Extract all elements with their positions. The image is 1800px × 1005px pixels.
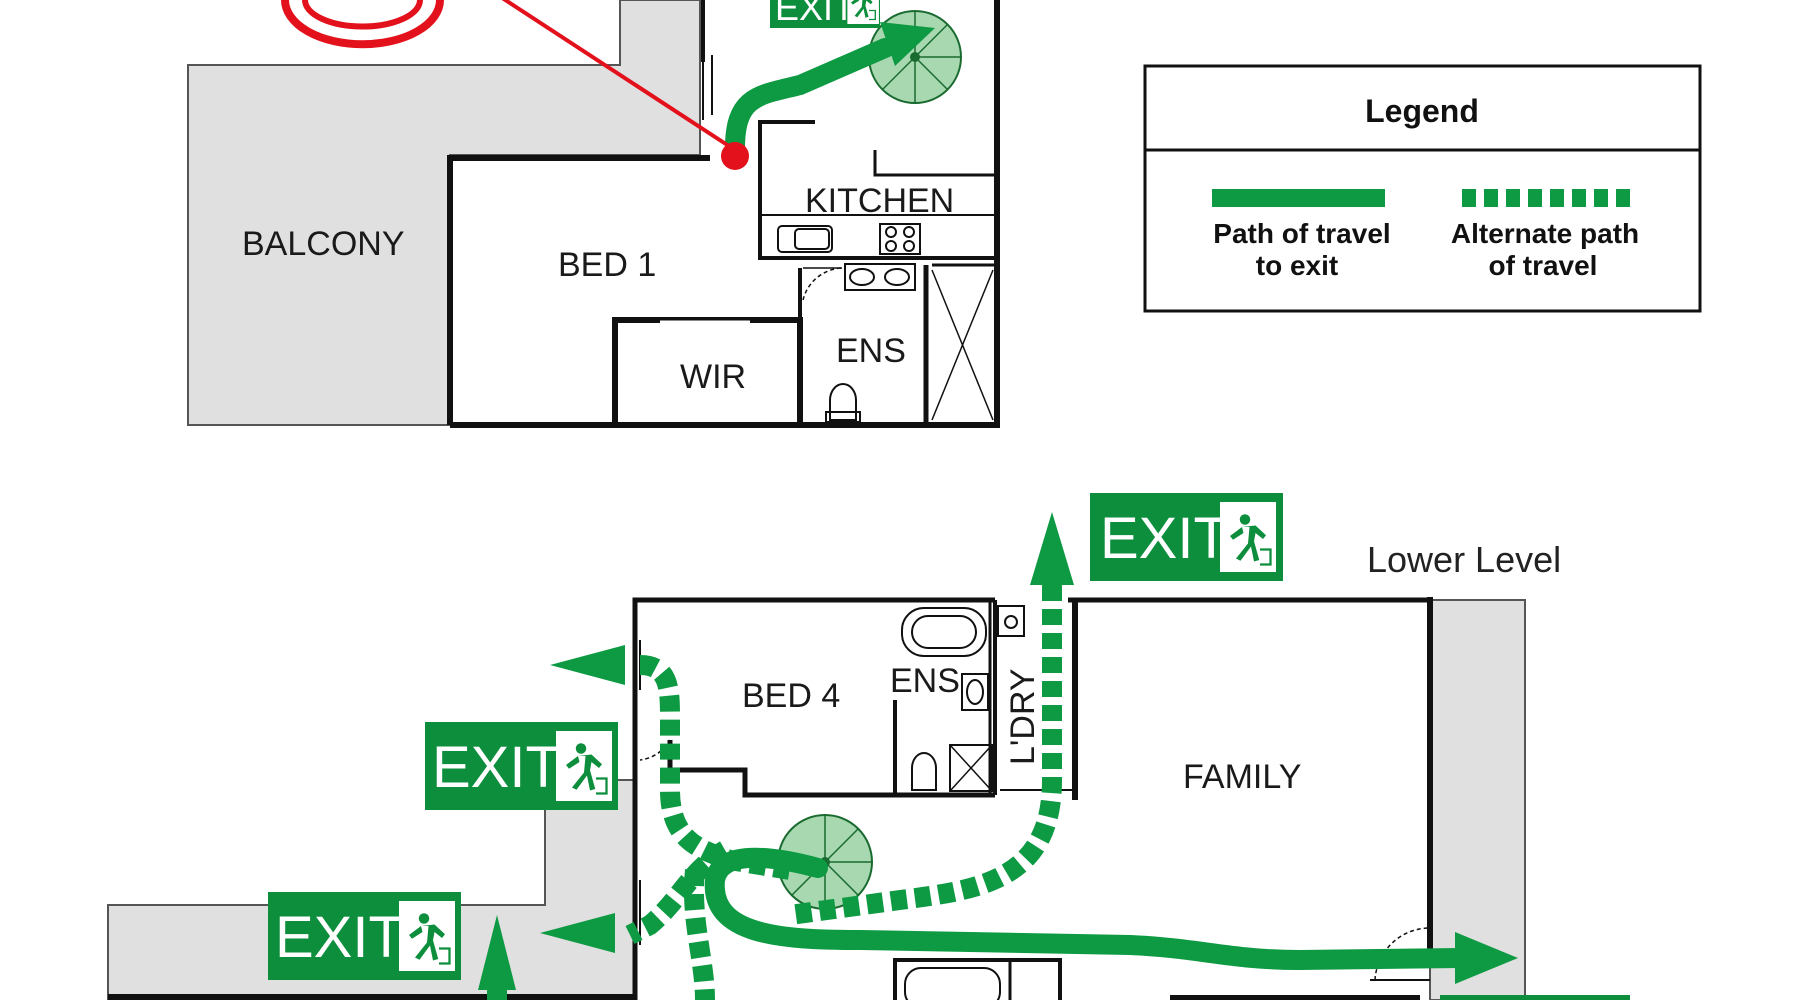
room-label-ens-lower: ENS [890, 662, 960, 700]
exit-sign-bottom-right [1440, 995, 1630, 1005]
wir-wall [612, 317, 803, 425]
kitchen-wall [758, 120, 997, 260]
upper-level-plan: EXIT BALCONY BED 1 KITCHEN WIR ENS [187, 0, 1000, 428]
exit-sign-left-upper: EXIT [425, 722, 618, 810]
shower-icon-lower [949, 744, 993, 792]
exit-label: EXIT [775, 0, 855, 28]
room-label-kitchen: KITCHEN [805, 182, 954, 220]
upper-exterior-wall [447, 155, 710, 425]
shower-icon [931, 269, 994, 421]
you-are-here-marker-icon [281, 0, 749, 170]
exit-sign-top-right: EXIT [1090, 493, 1283, 581]
room-label-wir: WIR [680, 358, 746, 396]
lower-exterior-wall [632, 597, 995, 1000]
sink-icon [777, 225, 833, 253]
exit-label: EXIT [432, 735, 561, 800]
lower-right-patio [1429, 599, 1526, 1001]
alternate-path-left [625, 841, 731, 944]
legend-primary-line1: Path of travel [1213, 218, 1390, 249]
exit-arrow-icon [1030, 512, 1074, 585]
basin-icon [961, 673, 989, 711]
lower-level-plan: EXIT EXIT EXIT BED 4 ENS L'DRY FAMILY Lo… [107, 493, 1630, 1005]
exit-label: EXIT [1100, 506, 1229, 571]
legend-title: Legend [1365, 93, 1479, 129]
alternate-path-laundry [788, 585, 1062, 925]
room-label-ens-upper: ENS [836, 332, 906, 370]
bed4-wall [667, 740, 995, 798]
primary-path-lower [704, 847, 1470, 971]
exit-arrow-icon [550, 645, 625, 685]
exit-arrow-icon [1455, 932, 1518, 984]
legend-alternate-line1: Alternate path [1451, 218, 1639, 249]
balcony-area [187, 0, 701, 426]
room-label-laundry: L'DRY [1004, 668, 1042, 765]
toilet-icon [825, 383, 861, 423]
exit-sign-top: EXIT [770, 0, 880, 28]
path-arrow-icon [880, 22, 935, 66]
exit-arrow-icon [478, 915, 516, 990]
room-label-bed4: BED 4 [742, 677, 840, 715]
legend-primary-line2: to exit [1256, 250, 1338, 281]
vanity-icon [844, 263, 916, 291]
room-label-balcony: BALCONY [242, 225, 405, 263]
bathtub-icon [901, 607, 987, 657]
exit-label: EXIT [275, 905, 404, 970]
primary-path-upper [725, 38, 895, 158]
exit-sign-left-lower: EXIT [268, 892, 461, 980]
toilet-icon-lower [911, 752, 937, 791]
exit-arrow-icon [540, 913, 615, 953]
room-label-family: FAMILY [1183, 758, 1301, 796]
legend-alternate-line2: of travel [1489, 250, 1598, 281]
alternate-path-down [684, 869, 715, 1001]
legend-box: Legend Path of travel to exit Alternate … [1143, 64, 1702, 313]
cooktop-icon [879, 223, 921, 255]
level-label: Lower Level [1367, 539, 1561, 580]
room-label-bed1: BED 1 [558, 246, 656, 284]
